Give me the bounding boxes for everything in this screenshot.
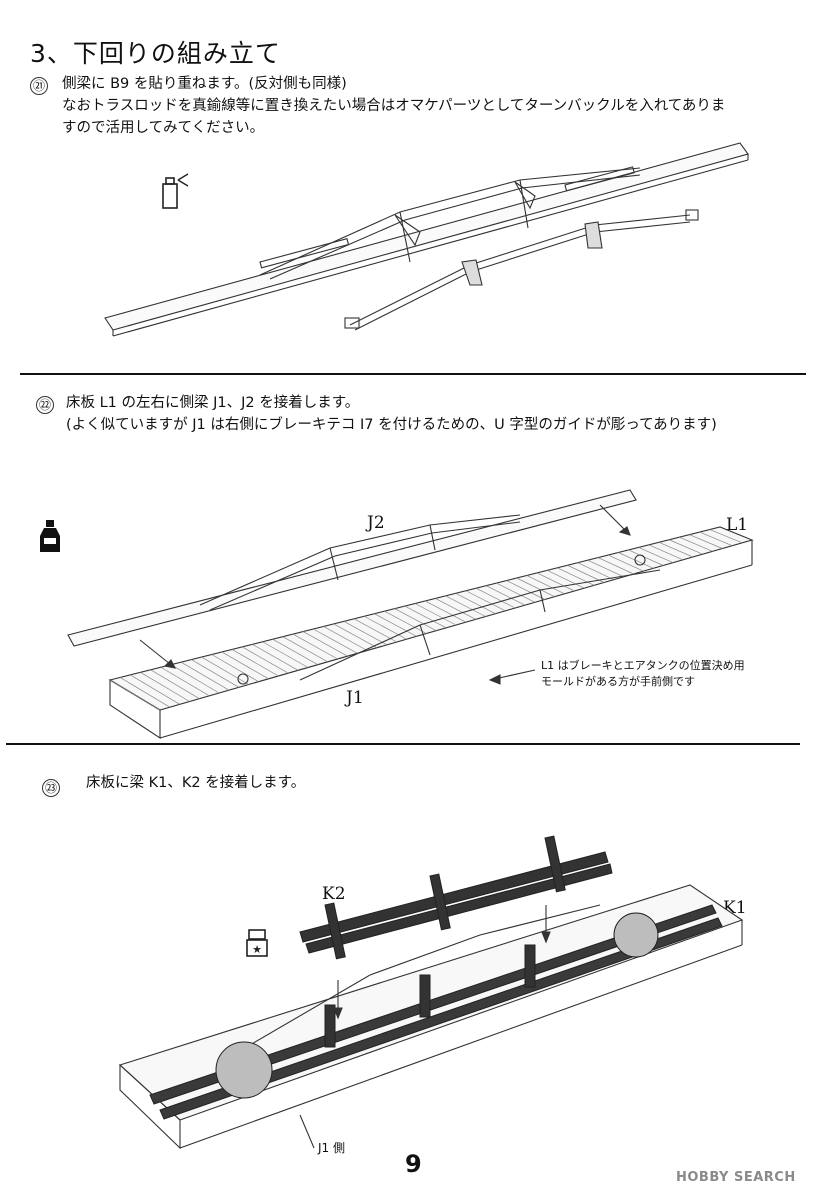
watermark-logo: HOBBY SEARCH xyxy=(676,1170,796,1185)
page-number: 9 xyxy=(405,1150,422,1178)
floor-plank-line xyxy=(109,679,161,711)
glue-bottle-icon xyxy=(40,520,60,552)
floor-plank-line xyxy=(465,590,506,612)
floor-plank-line xyxy=(343,621,388,646)
floor-plank-line xyxy=(445,595,486,617)
floor-plank-line xyxy=(669,539,703,555)
label-l1: L1 xyxy=(726,515,749,535)
step-22-line-1: 床板 L1 の左右に側梁 J1、J2 を接着します。 xyxy=(66,395,360,411)
floor-plank-line xyxy=(130,674,180,705)
label-j1-side: J1 側 xyxy=(318,1141,345,1155)
floor-plank-line xyxy=(333,623,378,648)
step-22-note-line-2: モールドがある方が手前側です xyxy=(541,675,695,688)
svg-text:★: ★ xyxy=(252,943,262,956)
floor-plank-line xyxy=(221,651,269,680)
label-k2: K2 xyxy=(322,884,346,904)
floor-plank-line xyxy=(699,531,733,546)
floor-plank-line xyxy=(679,536,713,552)
floor-plank-line xyxy=(191,659,240,688)
floor-plank-line xyxy=(323,626,368,651)
floor-plank-line xyxy=(486,585,526,606)
step-number-22: ㉒ xyxy=(36,396,54,414)
floor-plank-line xyxy=(496,582,536,603)
floor-assembly-diagram xyxy=(67,489,754,740)
floor-plank-line xyxy=(364,615,407,640)
floor-plank-line xyxy=(180,661,230,691)
floor-plank-line xyxy=(709,529,743,544)
step-number-23: ㉓ xyxy=(42,779,60,797)
step-21-line-2: なおトラスロッドを真鍮線等に置き換えたい場合はオマケパーツとしてターンバックルを… xyxy=(62,98,726,114)
floor-plank-line xyxy=(160,666,210,697)
floor-plank-line xyxy=(282,636,328,663)
floor-plank-line xyxy=(252,643,299,671)
floor-plank-line xyxy=(292,633,338,660)
floor-plank-line xyxy=(119,677,171,708)
step-number-21: ㉑ xyxy=(30,77,48,95)
floor-plank-line xyxy=(455,592,496,614)
floor-plank-line xyxy=(628,549,664,566)
floor-plank-line xyxy=(618,552,654,569)
floor-plank-line xyxy=(150,669,200,699)
floor-plank-line xyxy=(231,649,279,677)
floor-plank-line xyxy=(658,541,693,558)
floor-plank-line xyxy=(170,664,220,694)
crossbeam-assembly-diagram xyxy=(118,835,744,1150)
label-j1: J1 xyxy=(346,688,364,708)
step-23-line-1: 床板に梁 K1、K2 を接着します。 xyxy=(86,775,306,791)
floor-plank-line xyxy=(608,554,644,572)
label-j2: J2 xyxy=(367,513,385,533)
floor-plank-line xyxy=(302,631,348,657)
floor-plank-line xyxy=(241,646,289,674)
floor-plank-line xyxy=(414,603,457,626)
step-22-note-line-1: L1 はブレーキとエアタンクの位置決め用 xyxy=(541,659,745,672)
step-21-line-3: すので活用してみてください。 xyxy=(62,120,265,136)
side-beam-diagram xyxy=(104,142,749,337)
floor-plank-line xyxy=(475,587,516,609)
floor-plank-line xyxy=(689,534,723,549)
floor-plank-line xyxy=(425,600,467,623)
floor-plank-line xyxy=(587,559,624,578)
cement-star-icon: ★ xyxy=(246,929,268,957)
floor-plank-line xyxy=(506,580,545,600)
floor-plank-line xyxy=(201,656,249,685)
floor-plank-line xyxy=(536,572,575,592)
floor-plank-line xyxy=(638,547,674,563)
floor-plank-line xyxy=(384,610,427,634)
floor-plank-line xyxy=(313,628,358,654)
floor-plank-line xyxy=(435,598,476,620)
floor-plank-line xyxy=(597,557,634,575)
floor-plank-line xyxy=(567,564,605,583)
divider-1 xyxy=(20,373,806,375)
step-22-line-2: (よく似ていますが J1 は右側にブレーキテコ I7 を付けるための、U 字型の… xyxy=(66,417,717,433)
floor-plank-line xyxy=(211,654,259,682)
floor-plank-line xyxy=(374,613,417,637)
divider-2 xyxy=(6,743,800,745)
floor-plank-line xyxy=(140,672,190,702)
floor-plank-line xyxy=(648,544,684,561)
floor-plank-line xyxy=(272,638,319,665)
floor-plank-line xyxy=(526,575,565,595)
step-21-line-1: 側梁に B9 を貼り重ねます。(反対側も同様) xyxy=(62,76,347,92)
floor-plank-line xyxy=(516,577,555,597)
section-title: 3、下回りの組み立て xyxy=(30,39,281,68)
floor-plank-line xyxy=(353,618,397,643)
floor-plank-line xyxy=(404,605,447,629)
floor-plank-line xyxy=(394,608,437,631)
spray-glue-icon xyxy=(162,173,189,209)
floor-plank-line xyxy=(577,562,615,580)
floor-plank-line xyxy=(547,570,585,589)
floor-plank-line xyxy=(262,641,309,668)
